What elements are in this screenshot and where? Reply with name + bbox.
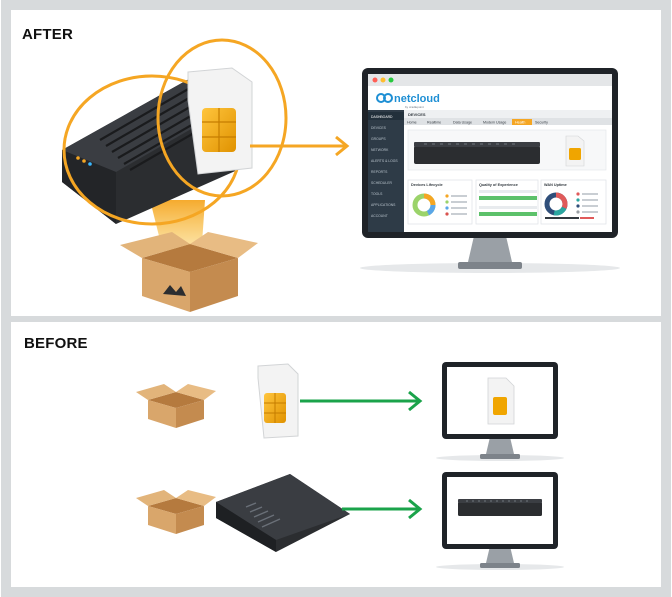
- tab-bar[interactable]: Home Realtime Data Usage Modem Usage Health S…: [407, 119, 548, 125]
- tab-modem-usage[interactable]: Modem Usage: [483, 121, 506, 125]
- widget-title: Quality of Experience: [479, 183, 518, 187]
- sidebar-nav: DASHBOARD DEVICES GROUPS NETWORK ALERTS & LO…: [371, 115, 398, 218]
- tab-security[interactable]: Security: [535, 121, 548, 125]
- tab-label: Data Usage: [453, 121, 472, 125]
- wan-legend: [545, 192, 598, 219]
- arrow-right-icon: [250, 135, 350, 157]
- before-section-title: BEFORE: [24, 335, 88, 352]
- dashboard-screen: netcloud by cradlepoint DASHBOARD DEVICES…: [368, 74, 612, 232]
- device-preview-router-icon: [414, 142, 540, 164]
- sidebar-item[interactable]: SCHEDULER: [371, 181, 392, 185]
- sidebar: [368, 110, 404, 232]
- brand-title: netcloud: [394, 93, 440, 105]
- before-panel: [12, 318, 660, 586]
- sidebar-item[interactable]: ACCOUNT: [371, 214, 388, 218]
- sim-highlight-ellipse: [156, 38, 288, 198]
- sidebar-item[interactable]: REPORTS: [371, 170, 388, 174]
- widget-card[interactable]: WAN Uptime: [540, 179, 607, 225]
- tab-label: Modem Usage: [483, 121, 506, 125]
- sim-card-icon: [257, 363, 299, 439]
- sidebar-item[interactable]: ALERTS & LOGS: [371, 159, 398, 163]
- tab-realtime[interactable]: Realtime: [427, 121, 441, 125]
- sidebar-active-row: [368, 112, 404, 120]
- monitor-icon: [436, 362, 564, 461]
- sidebar-item[interactable]: DASHBOARD: [371, 115, 393, 119]
- sidebar-item[interactable]: GROUPS: [371, 137, 386, 141]
- tab-label: Security: [535, 121, 548, 125]
- sidebar-item[interactable]: APPLICATIONS: [371, 203, 396, 207]
- brand-subtitle: by cradlepoint: [405, 105, 424, 109]
- page-title: DEVICES: [408, 112, 426, 117]
- sim-card-icon: [187, 67, 253, 175]
- lifecycle-legend: [445, 194, 467, 216]
- router-icon: [216, 474, 350, 552]
- lifecycle-donut-chart: [412, 193, 436, 217]
- package-box-icon: [120, 232, 258, 312]
- tab-data-usage[interactable]: Data Usage: [453, 121, 472, 125]
- tab-label: Health: [515, 121, 525, 125]
- tab-home[interactable]: Home: [407, 121, 417, 125]
- sidebar-item[interactable]: NETWORK: [371, 148, 389, 152]
- qoe-bars: [479, 190, 537, 216]
- sidebar-item[interactable]: DEVICES: [371, 126, 387, 130]
- netcloud-logo-icon: [376, 93, 393, 103]
- section-divider: [10, 316, 662, 322]
- widget-title: WAN Uptime: [544, 183, 567, 187]
- widget-row: Devices Lifecycle Quality of Experience WA…: [407, 179, 607, 225]
- tab-label: Realtime: [427, 121, 441, 125]
- monitor-icon: [436, 472, 564, 570]
- sidebar-item[interactable]: TOOLS: [371, 192, 383, 196]
- tab-health[interactable]: Health: [512, 119, 532, 125]
- tab-label: Home: [407, 121, 417, 125]
- widget-card[interactable]: Quality of Experience: [475, 179, 539, 225]
- wan-uptime-donut-chart: [544, 192, 568, 216]
- package-box-icon: [136, 384, 216, 428]
- after-section-title: AFTER: [22, 26, 73, 43]
- arrow-right-icon: [300, 390, 423, 412]
- device-preview-sim-icon: [565, 135, 585, 167]
- arrow-right-icon: [342, 498, 423, 520]
- package-box-icon: [136, 490, 216, 534]
- widget-title: Devices Lifecycle: [411, 183, 443, 187]
